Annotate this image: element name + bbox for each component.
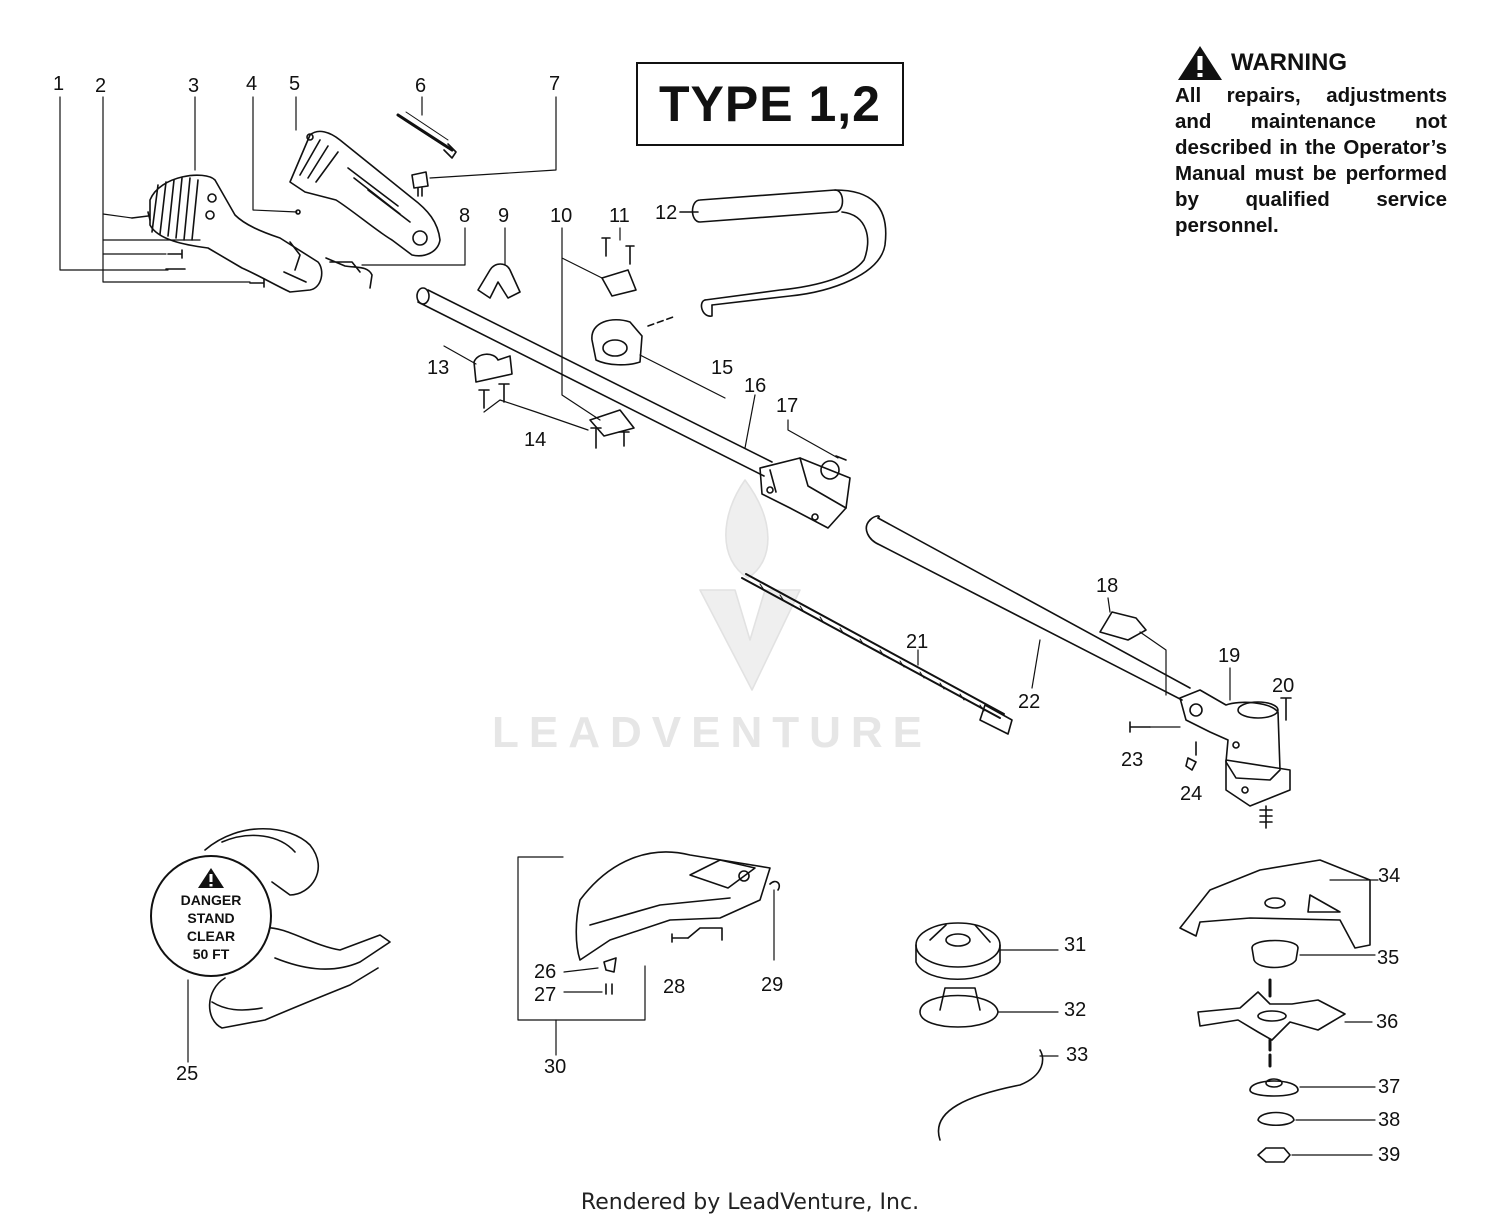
callout-24: 24: [1180, 783, 1203, 805]
type-label: TYPE 1,2: [659, 76, 881, 132]
callout-3: 3: [188, 75, 200, 97]
type-label-box: TYPE 1,2: [636, 62, 904, 146]
callout-29: 29: [761, 974, 784, 996]
callout-31: 31: [1064, 934, 1087, 956]
danger-triangle-icon: [198, 868, 224, 888]
callout-23: 23: [1121, 749, 1144, 771]
watermark-text: LEADVENTURE: [492, 708, 933, 757]
part-harness: [187, 827, 391, 1063]
callout-34: 34: [1378, 865, 1401, 887]
danger-line-2: STAND: [187, 910, 235, 926]
part-lower-shaft: [865, 515, 1191, 701]
callout-27: 27: [534, 984, 557, 1006]
part-throttle-handle: [149, 174, 323, 293]
callout-14: 14: [524, 429, 547, 451]
callout-7: 7: [549, 73, 561, 95]
part-throttle-cable: [396, 111, 457, 159]
part-screw-7: [411, 171, 429, 197]
part-clamp-9: [477, 263, 521, 299]
part-drive-shaft: [741, 573, 1013, 735]
part-bracket-14: [589, 409, 635, 437]
part-handle-screws: [131, 209, 301, 288]
part-trimmer-head: [915, 922, 1059, 1141]
part-upper-shaft: [416, 287, 851, 529]
callout-22: 22: [1018, 691, 1041, 713]
part-screws-11: [601, 237, 635, 265]
callout-18: 18: [1096, 575, 1119, 597]
callout-39: 39: [1378, 1144, 1401, 1166]
callout-2: 2: [95, 75, 107, 97]
leader-10: [561, 227, 603, 421]
callout-28: 28: [663, 976, 686, 998]
part-blade-assembly: [1179, 859, 1379, 1163]
callout-12: 12: [655, 202, 678, 224]
callout-10: 10: [550, 205, 573, 227]
callout-37: 37: [1378, 1076, 1401, 1098]
danger-decal: DANGER STAND CLEAR 50 FT: [150, 855, 272, 977]
callout-36: 36: [1376, 1011, 1399, 1033]
part-screw-23: [1129, 721, 1151, 733]
part-screw-24: [1185, 741, 1197, 771]
footer-credit: Rendered by LeadVenture, Inc.: [580, 1190, 920, 1215]
leader-17: [787, 419, 839, 459]
part-clip-18: [1099, 611, 1147, 641]
callout-33: 33: [1066, 1044, 1089, 1066]
warning-triangle-icon: [1178, 46, 1222, 80]
callout-38: 38: [1378, 1109, 1401, 1131]
danger-line-1: DANGER: [180, 892, 242, 908]
part-clamp-13: [473, 353, 513, 383]
callout-19: 19: [1218, 645, 1241, 667]
callout-4: 4: [246, 73, 258, 95]
part-trigger-lever: [325, 257, 373, 289]
part-screw-17: [835, 455, 847, 461]
callout-15: 15: [711, 357, 734, 379]
danger-line-4: 50 FT: [192, 946, 230, 962]
callout-21: 21: [906, 631, 929, 653]
leader-14: [483, 399, 589, 431]
callout-20: 20: [1272, 675, 1295, 697]
part-grip-hose: [679, 189, 887, 317]
callout-16: 16: [744, 375, 767, 397]
warning-heading: WARNING: [1177, 45, 1447, 81]
callout-30: 30: [544, 1056, 567, 1078]
leader-13: [443, 345, 477, 365]
part-screws-14: [478, 383, 630, 449]
callout-17: 17: [776, 395, 799, 417]
part-handle-half: [289, 130, 441, 257]
leader-18: [1107, 597, 1167, 696]
warning-text: All repairs, adjustments and maintenance…: [1175, 84, 1447, 237]
callout-35: 35: [1377, 947, 1400, 969]
callout-6: 6: [415, 75, 427, 97]
part-bracket-10: [601, 269, 637, 297]
part-handle-clamp-15: [591, 315, 726, 399]
callout-leaders-handle: [59, 96, 557, 283]
callout-32: 32: [1064, 999, 1087, 1021]
callout-8: 8: [459, 205, 471, 227]
callout-26: 26: [534, 961, 557, 983]
part-screw-20: [1280, 697, 1292, 721]
part-gearhead: [1179, 667, 1291, 829]
callout-25: 25: [176, 1063, 199, 1085]
watermark-logo: [699, 479, 801, 691]
callout-5: 5: [289, 73, 301, 95]
callout-11: 11: [609, 205, 630, 227]
warning-title: WARNING: [1231, 49, 1347, 76]
warning-notice: WARNING All repairs, adjustments and mai…: [1175, 45, 1447, 239]
callout-13: 13: [427, 357, 450, 379]
callout-9: 9: [498, 205, 510, 227]
callout-1: 1: [53, 73, 65, 95]
danger-line-3: CLEAR: [186, 928, 236, 944]
part-shield: [517, 851, 781, 1056]
